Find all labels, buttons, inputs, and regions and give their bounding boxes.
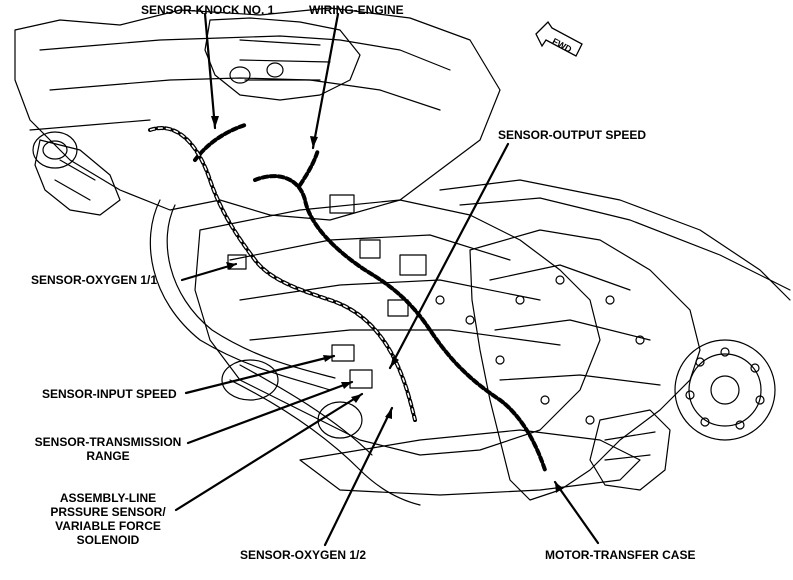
wiring-harness-branch [253,174,547,472]
sensor-body-input [331,344,355,362]
transfer-case [469,229,701,501]
callout-assembly-line-4: SOLENOID [76,533,140,547]
leader-output-speed [388,142,510,370]
callout-motor-transfer-case: MOTOR-TRANSFER CASE [545,548,696,562]
callout-output-speed: SENSOR-OUTPUT SPEED [498,128,647,142]
leader-wiring-engine [311,12,340,150]
sensor-body-range [349,369,373,389]
sensor-body-oxygen [227,254,247,270]
callout-transmission-range-line2: RANGE [86,449,130,463]
callout-transmission-range: SENSOR-TRANSMISSION RANGE [18,435,198,463]
callout-assembly-line: ASSEMBLY-LINE PRSSURE SENSOR/ VARIABLE F… [38,491,178,547]
leader-input-speed [184,354,336,395]
leader-oxygen-1-1 [180,262,238,282]
oil-filter [32,131,78,169]
callout-assembly-line-3: VARIABLE FORCE [55,519,161,533]
leader-knock-sensor [203,12,217,130]
callout-oxygen-1-1: SENSOR-OXYGEN 1/1 [31,273,158,287]
callout-input-speed: SENSOR-INPUT SPEED [42,387,177,401]
callout-assembly-line-2: PRSSURE SENSOR/ [50,505,166,519]
leader-motor-transfer-case [553,480,600,545]
leader-assembly-line [174,392,364,512]
output-flange [674,339,776,441]
crossmember [299,429,641,496]
callout-transmission-range-line1: SENSOR-TRANSMISSION [34,435,182,449]
intake-manifold [204,17,361,101]
leader-trans-range [186,380,354,445]
exhaust-pipe-left [149,199,331,391]
sensor-body-output [387,299,409,317]
callout-wiring-engine: WIRING-ENGINE [309,3,404,17]
callout-assembly-line-1: ASSEMBLY-LINE [59,491,157,505]
callout-oxygen-1-2: SENSOR-OXYGEN 1/2 [240,548,367,562]
leader-oxygen-1-2 [323,406,394,547]
callout-knock-sensor: SENSOR-KNOCK NO. 1 [141,3,275,17]
forward-arrow-icon [535,20,583,57]
exhaust-manifold [34,139,121,216]
transfer-case-motor [589,409,671,491]
engine-block [14,7,501,221]
